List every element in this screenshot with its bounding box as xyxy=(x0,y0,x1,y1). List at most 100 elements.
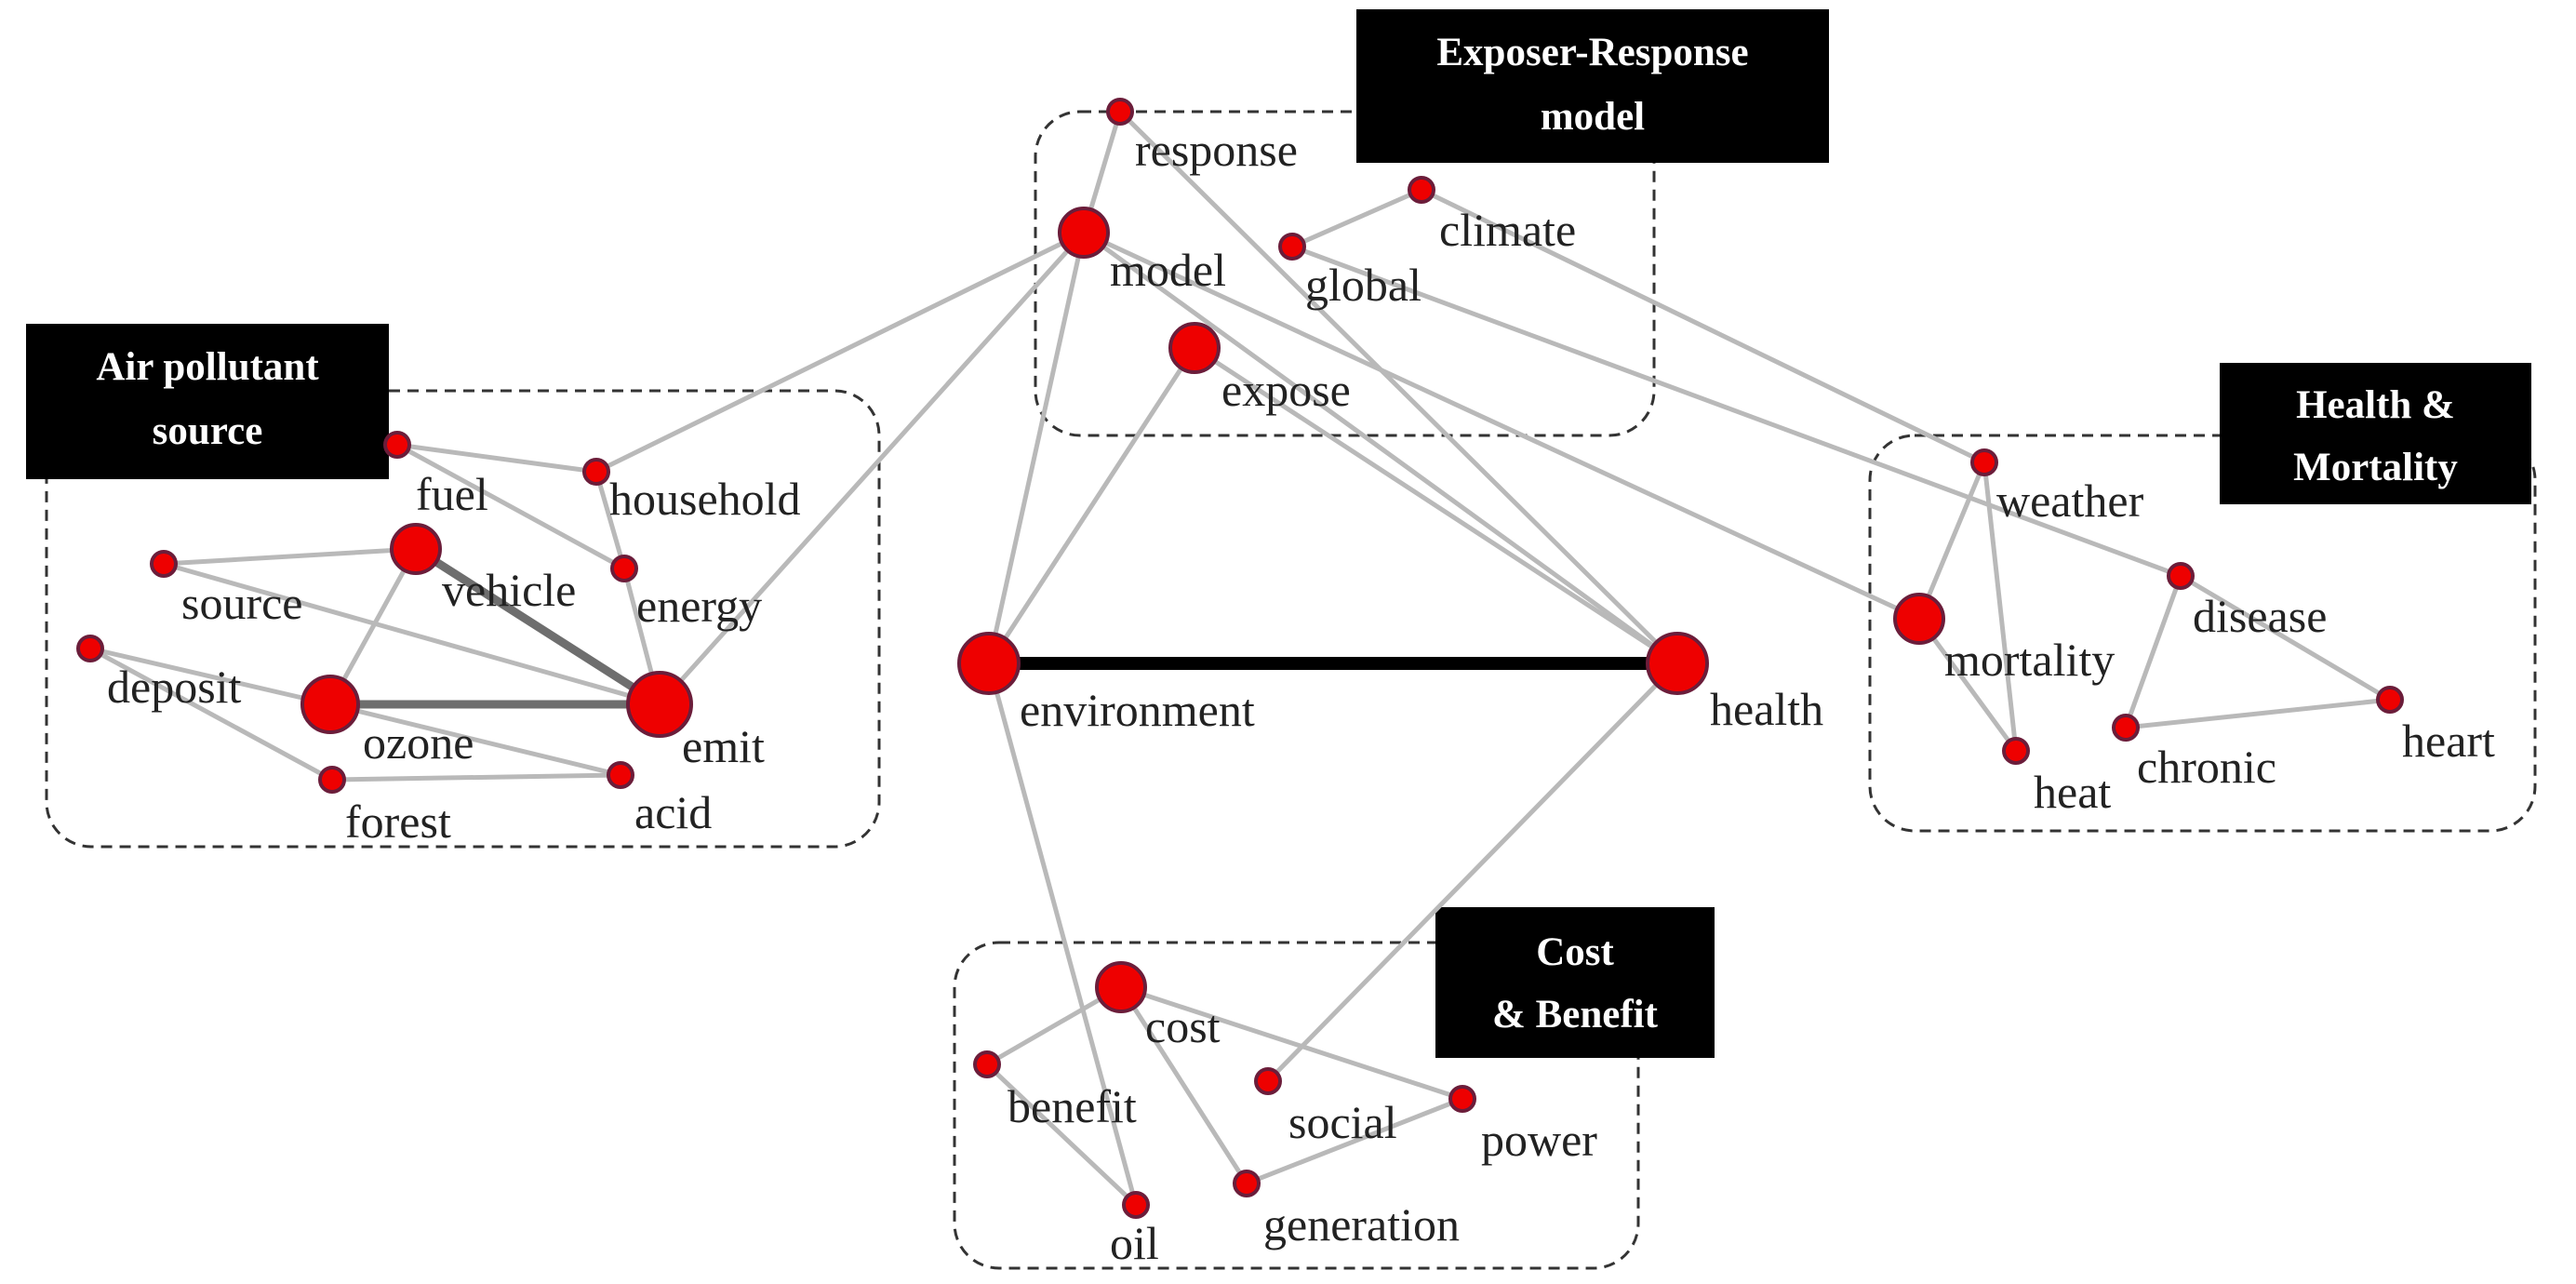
edge-global-disease xyxy=(1291,244,2182,579)
edge-chronic-heart xyxy=(2125,697,2391,730)
node-social xyxy=(1254,1067,1282,1095)
node-environment xyxy=(957,632,1021,695)
edge-expose-health xyxy=(1193,345,1679,666)
node-energy xyxy=(610,555,638,582)
node-chronic xyxy=(2112,714,2140,742)
node-acid xyxy=(607,761,634,789)
edge-source-vehicle xyxy=(163,546,417,567)
node-generation xyxy=(1233,1170,1261,1197)
edge-forest-acid xyxy=(331,772,621,782)
node-health xyxy=(1646,632,1709,695)
cluster-title-bg xyxy=(2220,363,2531,504)
edge-health-social xyxy=(1266,662,1679,1083)
node-power xyxy=(1448,1085,1476,1113)
node-label-forest: forest xyxy=(345,796,451,848)
node-emit xyxy=(626,671,693,738)
node-source xyxy=(150,550,178,578)
edge-vehicle-emit xyxy=(413,545,662,708)
cluster-title-line-2: Mortality xyxy=(2293,446,2458,489)
node-label-vehicle: vehicle xyxy=(442,564,576,616)
edge-response-health xyxy=(1118,110,1679,665)
node-label-environment: environment xyxy=(1020,684,1255,736)
cluster-title-line-1: Health & xyxy=(2296,383,2455,427)
node-weather xyxy=(1970,448,1998,476)
node-climate xyxy=(1408,176,1435,204)
node-oil xyxy=(1122,1191,1150,1219)
cluster-title-line-1: Cost xyxy=(1536,930,1614,974)
cluster-title-line-2: source xyxy=(153,409,263,453)
node-expose xyxy=(1168,322,1221,374)
node-label-benefit: benefit xyxy=(1008,1080,1137,1132)
edge-ozone-acid xyxy=(329,702,621,778)
node-fuel xyxy=(383,431,411,459)
edge-cost-generation xyxy=(1118,985,1249,1185)
cluster-title-bg xyxy=(1356,9,1829,163)
cluster-title-cost_benefit: Cost & Benefit xyxy=(1435,907,1715,1058)
cluster-box-cost_benefit xyxy=(953,941,1640,1270)
node-label-global: global xyxy=(1305,259,1421,311)
edge-weather-heat xyxy=(1982,461,2019,752)
node-label-expose: expose xyxy=(1221,364,1351,416)
edge-household-energy xyxy=(594,471,627,569)
node-label-heart: heart xyxy=(2402,715,2495,767)
node-label-social: social xyxy=(1288,1096,1397,1148)
node-vehicle xyxy=(390,523,442,575)
node-label-chronic: chronic xyxy=(2137,741,2276,793)
edge-disease-heart xyxy=(2179,573,2392,702)
cluster-title-line-1: Air pollutant xyxy=(96,345,319,389)
node-global xyxy=(1278,233,1306,261)
node-deposit xyxy=(76,635,104,662)
cluster-title-line-2: model xyxy=(1541,95,1645,139)
edge-climate-weather xyxy=(1420,187,1986,465)
node-label-fuel: fuel xyxy=(416,468,488,520)
node-label-disease: disease xyxy=(2193,590,2327,642)
node-label-mortality: mortality xyxy=(1944,634,2115,686)
node-label-deposit: deposit xyxy=(107,661,242,713)
cluster-title-bg xyxy=(1435,907,1715,1058)
edge-deposit-forest xyxy=(88,646,334,782)
node-label-ozone: ozone xyxy=(363,716,474,769)
node-label-heat: heat xyxy=(2034,766,2111,818)
node-benefit xyxy=(973,1050,1001,1078)
cluster-box-health_mortality xyxy=(1868,434,2537,833)
edge-fuel-household xyxy=(396,442,597,475)
edge-emit-model xyxy=(658,231,1086,706)
node-label-weather: weather xyxy=(1996,475,2144,527)
node-label-household: household xyxy=(609,473,801,525)
edge-source-emit xyxy=(163,561,661,707)
cluster-box-air xyxy=(45,389,881,849)
node-mortality xyxy=(1893,593,1945,645)
edge-environment-oil xyxy=(986,662,1139,1206)
cluster-title-health_mortality: Health & Mortality xyxy=(2220,363,2531,504)
node-label-energy: energy xyxy=(636,580,762,632)
node-heart xyxy=(2376,686,2404,714)
node-label-emit: emit xyxy=(682,720,765,772)
edge-deposit-ozone xyxy=(89,646,331,707)
node-response xyxy=(1106,98,1134,126)
cluster-box-exposure xyxy=(1034,110,1656,437)
edge-global-climate xyxy=(1290,187,1423,249)
edge-disease-chronic xyxy=(2123,575,2183,729)
node-label-source: source xyxy=(181,577,303,629)
node-label-climate: climate xyxy=(1439,204,1576,256)
node-disease xyxy=(2167,562,2195,590)
edge-household-model xyxy=(594,230,1086,475)
edge-model-health xyxy=(1082,230,1679,666)
node-heat xyxy=(2002,737,2030,765)
node-label-health: health xyxy=(1710,683,1823,735)
cluster-title-bg xyxy=(26,324,389,479)
node-label-acid: acid xyxy=(634,786,712,838)
edge-power-generation xyxy=(1246,1096,1463,1186)
node-cost xyxy=(1095,961,1147,1013)
node-label-generation: generation xyxy=(1263,1198,1460,1251)
edge-model-mortality xyxy=(1082,230,1921,622)
node-household xyxy=(582,458,610,486)
node-ozone xyxy=(300,675,360,734)
edge-expose-environment xyxy=(986,346,1197,665)
edge-weather-mortality xyxy=(1916,461,1987,620)
node-label-response: response xyxy=(1135,124,1298,176)
cluster-title-line-2: & Benefit xyxy=(1492,993,1659,1037)
node-model xyxy=(1058,207,1110,259)
